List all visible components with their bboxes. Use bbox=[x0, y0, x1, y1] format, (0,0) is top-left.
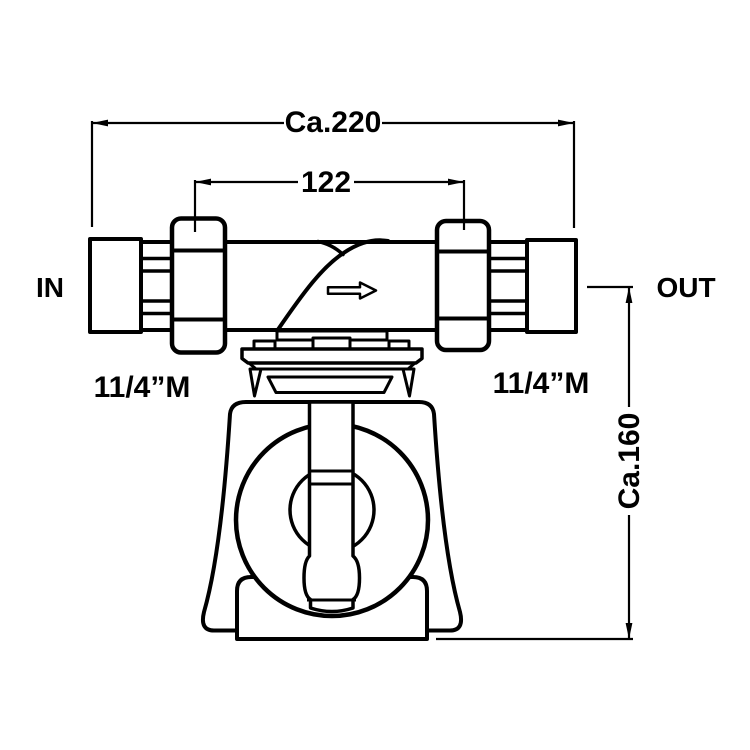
outlet-label: OUT bbox=[656, 272, 715, 303]
flange-neck bbox=[266, 375, 394, 394]
flange-right-claw bbox=[401, 367, 416, 398]
right-union-nut bbox=[434, 218, 492, 353]
overall-height-dimension-text: Ca.160 bbox=[613, 413, 646, 510]
inlet-label: IN bbox=[36, 272, 64, 303]
left-union-nut bbox=[169, 216, 228, 355]
thread-size-left-label: 11/4”M bbox=[94, 371, 191, 404]
pipe-assembly bbox=[88, 216, 578, 355]
pump-volute-curve-tail bbox=[316, 239, 345, 257]
thread-right-lines bbox=[487, 256, 529, 316]
inlet-end-cap bbox=[88, 237, 143, 334]
mounting-flange bbox=[240, 329, 424, 398]
union-spacing-dimension-text: 122 bbox=[301, 166, 351, 199]
flange-left-claw bbox=[248, 367, 263, 398]
outlet-end-cap bbox=[525, 238, 578, 334]
dimension-overall-height: Ca.160 bbox=[436, 285, 646, 641]
thread-size-right-label: 11/4”M bbox=[493, 367, 590, 400]
thread-left-lines bbox=[139, 256, 174, 316]
pump-volute-curve bbox=[275, 238, 390, 333]
flow-arrow-icon bbox=[326, 281, 378, 300]
pump-shaft bbox=[302, 400, 362, 614]
flange-plate bbox=[240, 347, 424, 365]
pump-body bbox=[200, 400, 464, 641]
overall-width-dimension-text: Ca.220 bbox=[285, 106, 382, 139]
dimension-overall-width: Ca.220 bbox=[90, 106, 576, 228]
dimension-union-spacing: 122 bbox=[193, 166, 466, 232]
